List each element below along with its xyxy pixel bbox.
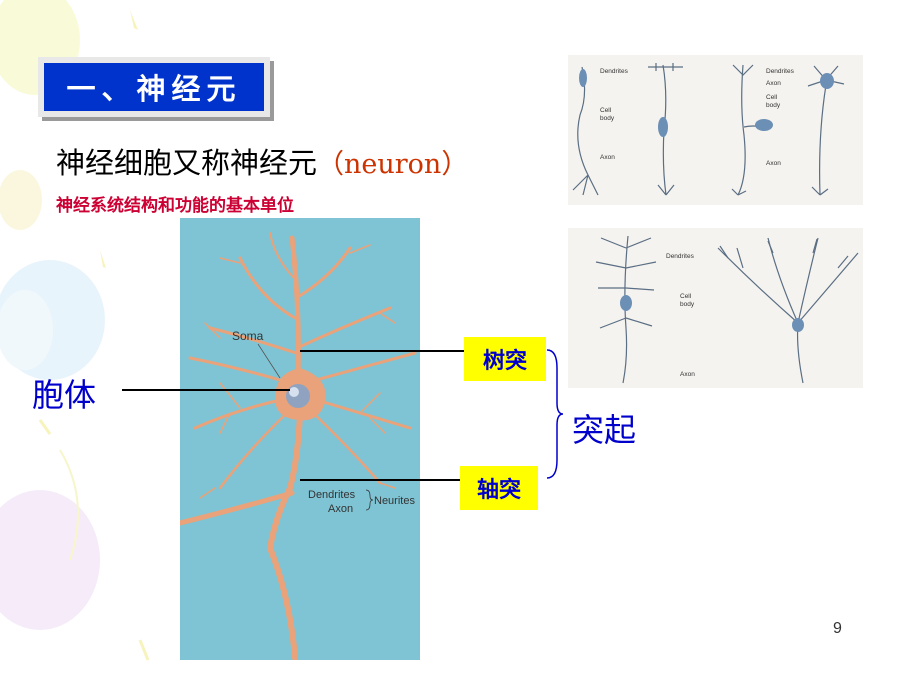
dendrite-label: 树突	[464, 337, 546, 381]
neuron-illustration: Soma Dendrites Axon Neurites	[180, 218, 420, 660]
ref-dendrites-bottom: Dendrites	[666, 253, 695, 260]
ref-cell-b2: body	[766, 102, 781, 109]
slide-title: 一、神经元	[44, 63, 264, 111]
dendrite-pointer	[300, 350, 464, 352]
ref-axon-a: Axon	[600, 154, 615, 161]
ref-cell-a2: body	[600, 115, 615, 122]
dendrites-label: Dendrites	[308, 489, 356, 501]
soma-label: Soma	[232, 329, 264, 343]
neuron-types-figure-bottom: Dendrites Cell body Axon	[568, 228, 863, 388]
ref-cell-a1: Cell	[600, 107, 612, 114]
description: 神经系统结构和功能的基本单位	[56, 196, 294, 216]
neurites-label: Neurites	[374, 495, 415, 507]
ref-cell-b1: Cell	[766, 94, 778, 101]
ref-dendrites-a: Dendrites	[600, 68, 629, 75]
brace	[546, 349, 564, 479]
ref-axon-c: Axon	[766, 160, 781, 167]
cell-body-label: 胞体	[32, 376, 97, 414]
ref-axon-b: Axon	[766, 80, 781, 87]
axon-label-box: 轴突	[460, 466, 538, 510]
subtitle-en: （neuron）	[317, 149, 469, 180]
axon-label: Axon	[328, 503, 353, 515]
ref-dendrites-b: Dendrites	[766, 68, 795, 75]
neuron-types-figure-top: Dendrites Cell body Axon Dendrites Axon …	[568, 55, 863, 205]
page-number: 9	[833, 620, 842, 637]
cell-body-pointer	[122, 389, 290, 391]
ref-axon-bottom: Axon	[680, 371, 695, 378]
process-label: 突起	[572, 411, 637, 449]
ref-cell-bottom1: Cell	[680, 293, 692, 300]
axon-pointer	[300, 479, 460, 481]
title-box: 一、神经元	[38, 57, 270, 117]
ref-cell-bottom2: body	[680, 301, 695, 308]
subtitle: 神经细胞又称神经元（neuron）	[56, 140, 468, 182]
subtitle-zh: 神经细胞又称神经元	[56, 146, 318, 180]
